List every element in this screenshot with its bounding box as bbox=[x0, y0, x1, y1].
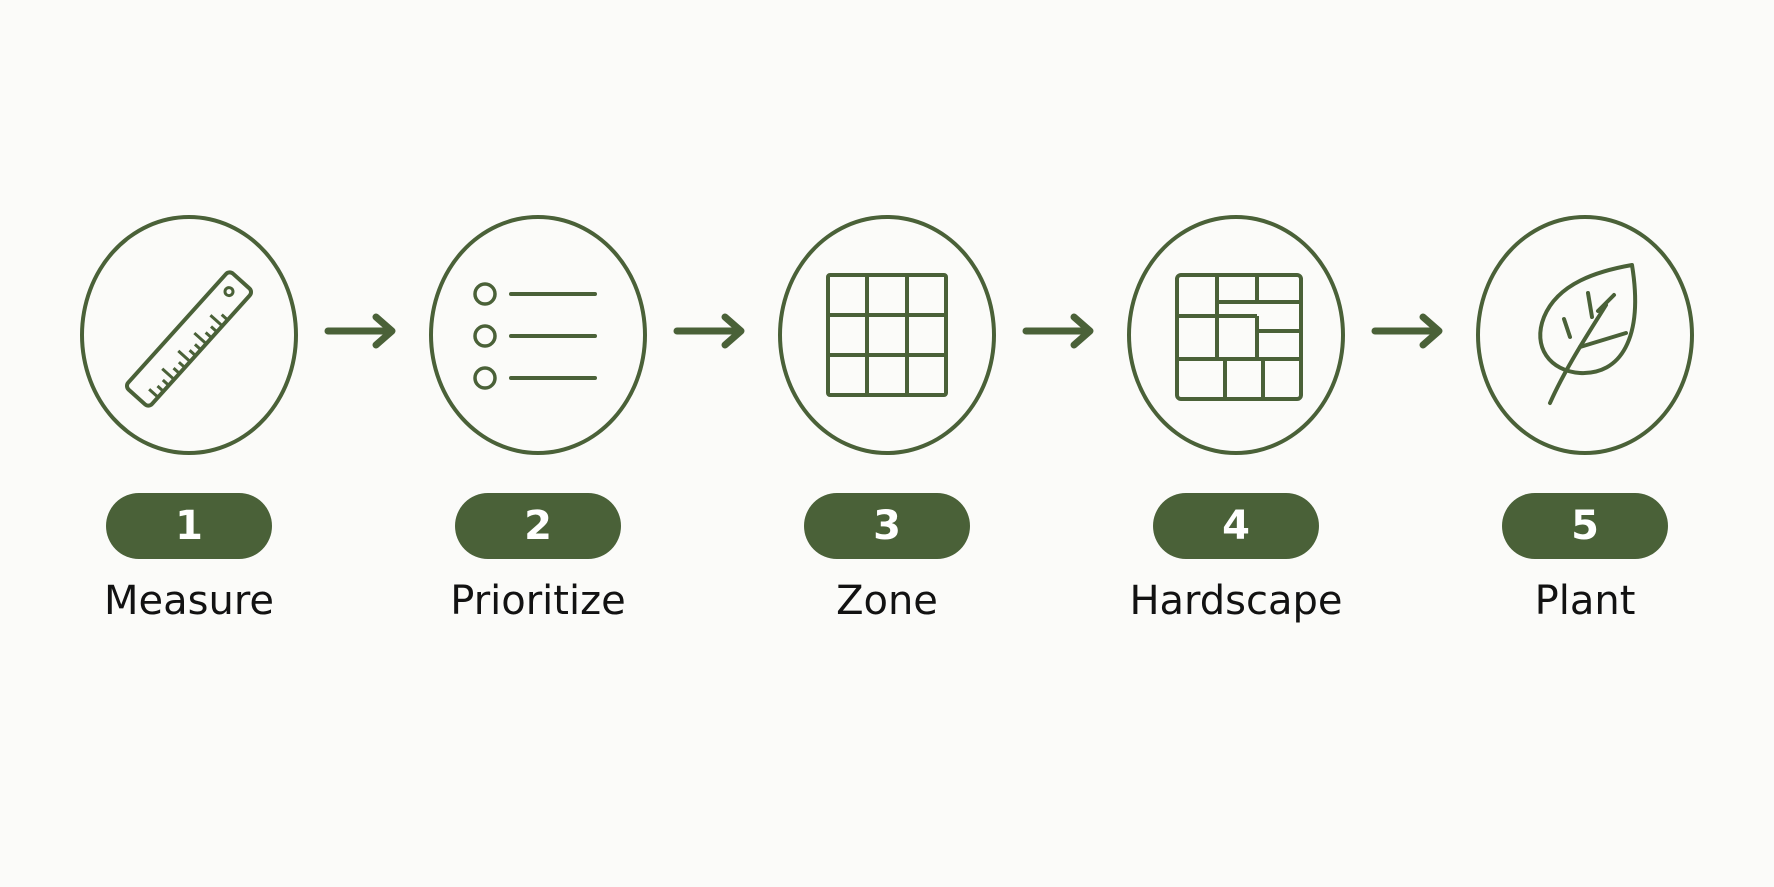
step-circle bbox=[429, 215, 647, 455]
step-label: Measure bbox=[104, 578, 274, 624]
step-circle bbox=[80, 215, 298, 455]
step-circle bbox=[778, 215, 996, 455]
step-number-badge: 3 bbox=[804, 493, 970, 559]
grid-icon bbox=[826, 273, 948, 397]
step-circle bbox=[1476, 215, 1694, 455]
arrow-right-icon bbox=[1371, 313, 1443, 349]
step-number-badge: 1 bbox=[106, 493, 272, 559]
step-label: Plant bbox=[1534, 578, 1636, 624]
arrow-right-icon bbox=[673, 313, 745, 349]
paving-layout-icon bbox=[1175, 273, 1303, 401]
ruler-icon bbox=[124, 270, 254, 408]
step-label: Zone bbox=[836, 578, 938, 624]
step-label: Hardscape bbox=[1129, 578, 1343, 624]
arrow-right-icon bbox=[324, 313, 396, 349]
step-circle bbox=[1127, 215, 1345, 455]
step-number-badge: 5 bbox=[1502, 493, 1668, 559]
leaf-icon bbox=[1538, 263, 1638, 405]
arrow-right-icon bbox=[1022, 313, 1094, 349]
list-icon bbox=[473, 282, 597, 390]
step-label: Prioritize bbox=[450, 578, 626, 624]
step-number-badge: 4 bbox=[1153, 493, 1319, 559]
step-number-badge: 2 bbox=[455, 493, 621, 559]
